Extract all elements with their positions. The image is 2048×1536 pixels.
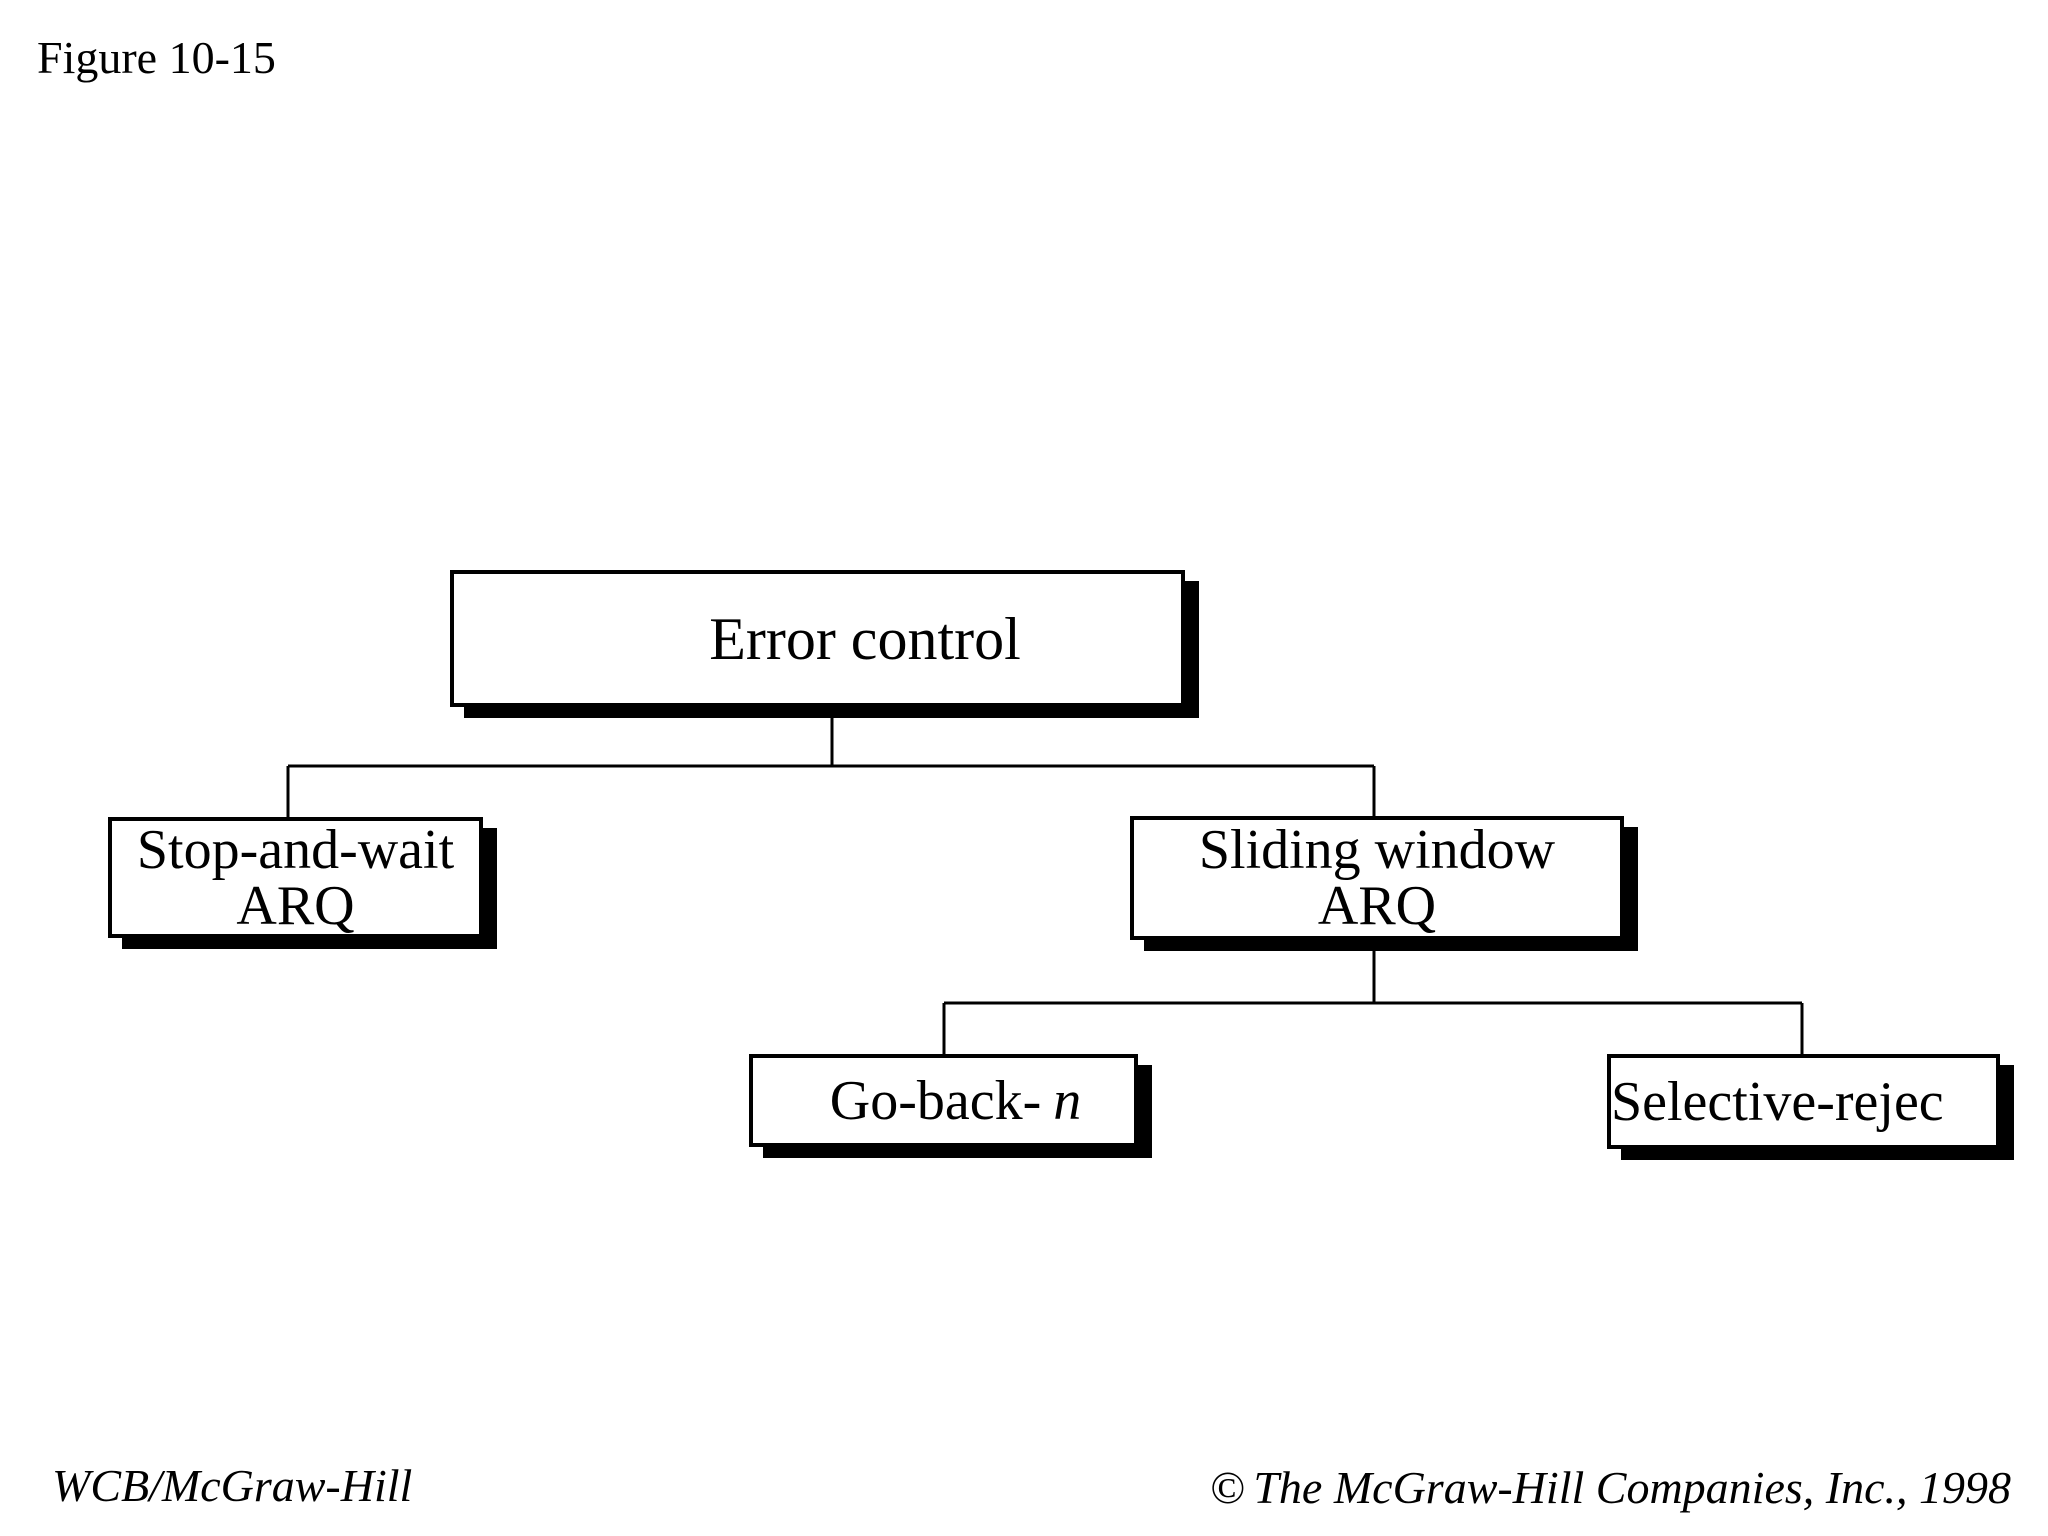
node-stop-and-wait-arq: Stop-and-wait ARQ xyxy=(108,817,483,938)
copyright-notice: ©The McGraw-Hill Companies, Inc., 1998 xyxy=(1210,1460,2011,1516)
node-go-back-n-prefix: Go-back- xyxy=(829,1069,1042,1132)
node-sliding-window-arq: Sliding window ARQ xyxy=(1130,816,1624,940)
node-selective-reject-label: Selective-rejec xyxy=(1611,1070,1944,1133)
node-stop-and-wait-line2: ARQ xyxy=(236,874,355,937)
figure-label: Figure 10-15 xyxy=(37,32,276,83)
node-go-back-n: Go-back-n xyxy=(749,1054,1138,1147)
node-stop-and-wait-line1: Stop-and-wait xyxy=(136,818,455,881)
node-error-control-label: Error control xyxy=(709,605,1021,672)
node-sliding-window-line2: ARQ xyxy=(1317,875,1437,937)
node-sliding-window-line1: Sliding window xyxy=(1198,819,1556,881)
publisher-credit: WCB/McGraw-Hill xyxy=(52,1460,413,1511)
copyright-text: The McGraw-Hill Companies, Inc., 1998 xyxy=(1253,1462,2011,1513)
node-error-control: Error control xyxy=(450,570,1185,707)
node-go-back-n-label: Go-back-n xyxy=(818,1073,1081,1129)
node-selective-reject: Selective-rejec xyxy=(1607,1054,2000,1149)
copyright-icon: © xyxy=(1210,1462,1246,1513)
node-go-back-n-suffix: n xyxy=(1053,1069,1082,1132)
